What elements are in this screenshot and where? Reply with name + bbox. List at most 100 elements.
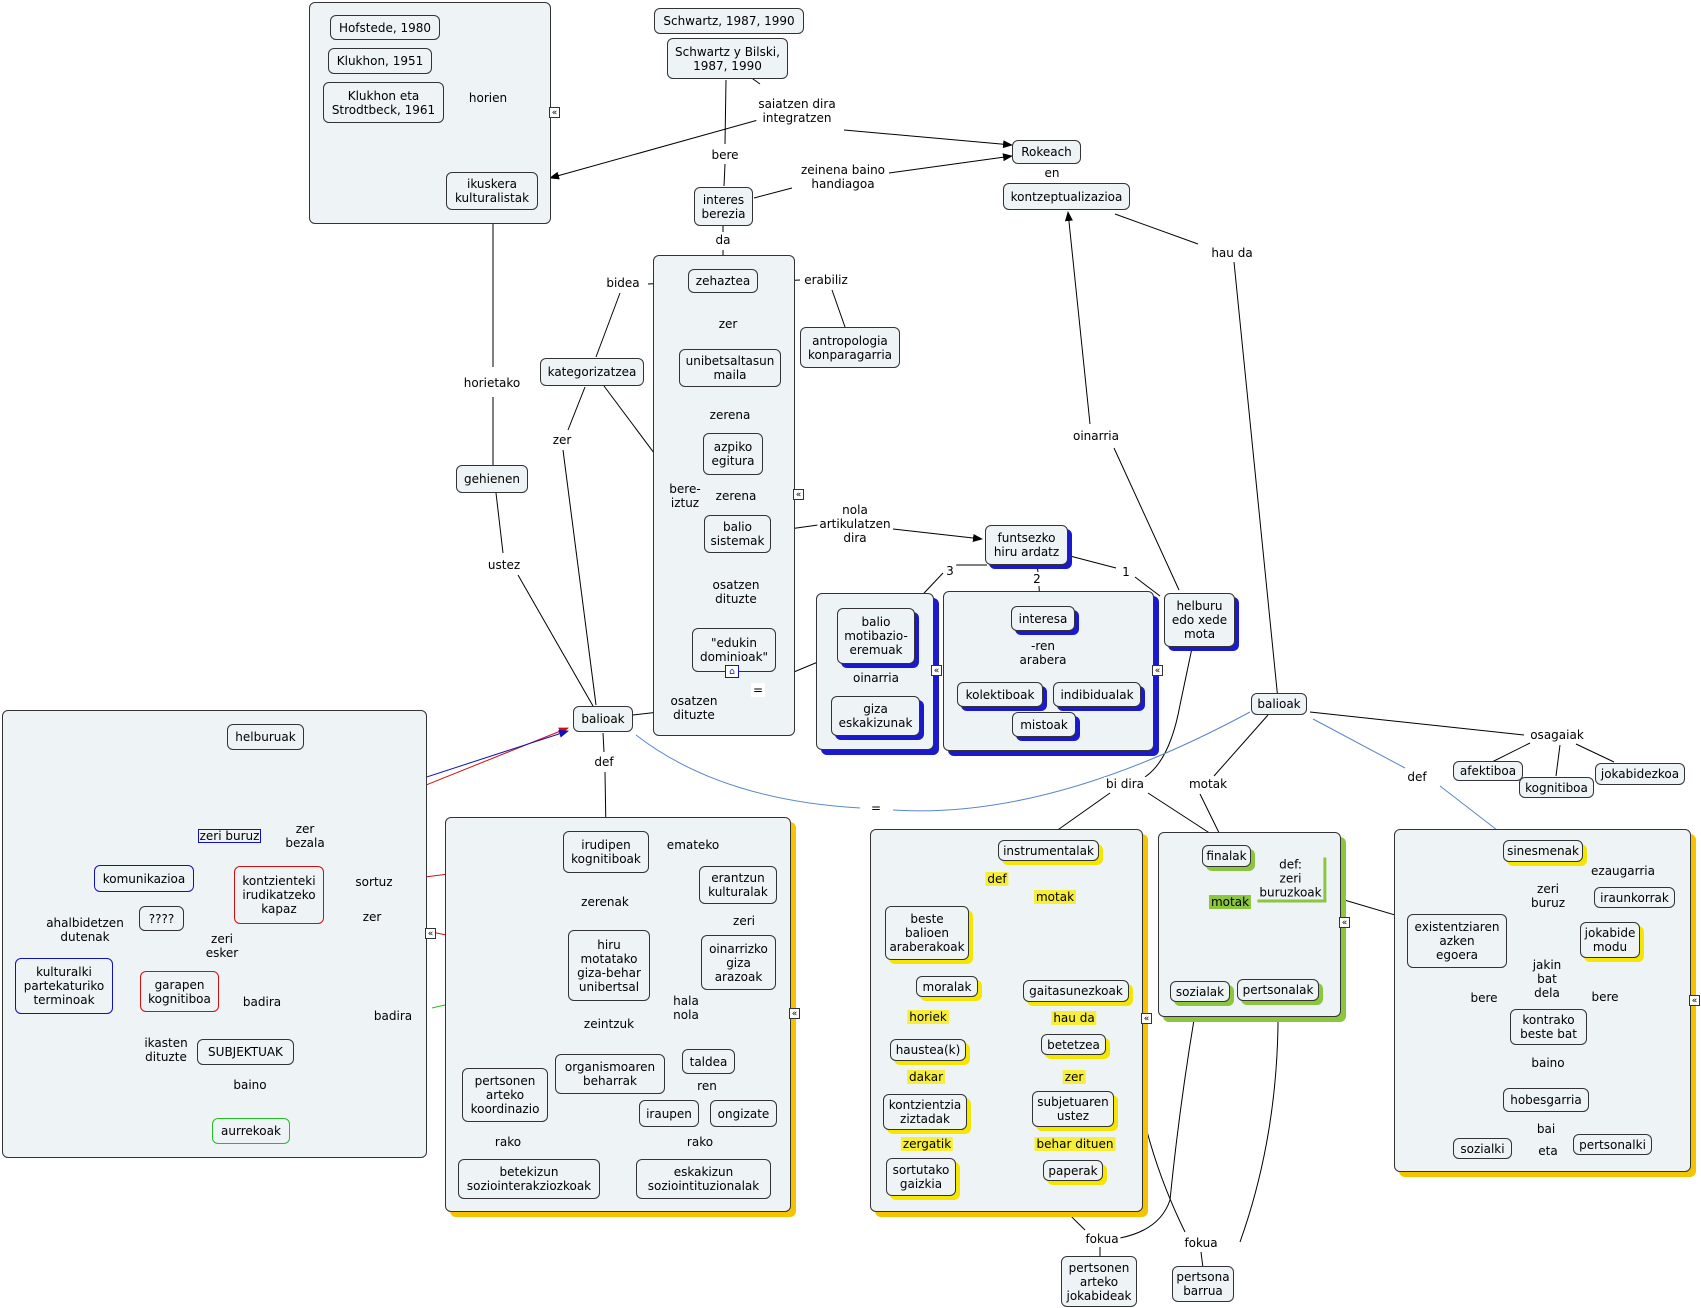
link-label: osagaiak [1528, 728, 1586, 742]
node-kolektiboak[interactable]: kolektiboak [957, 682, 1043, 707]
link-label: hau da [1209, 246, 1255, 260]
node-oinarrizko[interactable]: oinarrizko giza arazoak [701, 935, 776, 990]
node-balio-sistemak[interactable]: balio sistemak [704, 515, 771, 553]
collapse-toggle-icon[interactable]: « [789, 1008, 800, 1019]
node-kategorizatzea[interactable]: kategorizatzea [540, 358, 644, 386]
node-pertsonalki[interactable]: pertsonalki [1573, 1134, 1652, 1155]
node-betekizun[interactable]: betekizun soziointerakziozkoak [458, 1159, 600, 1199]
node-aurrekoak[interactable]: aurrekoak [212, 1118, 290, 1144]
node-kontrako[interactable]: kontrako beste bat [1510, 1009, 1587, 1045]
node-afektiboa[interactable]: afektiboa [1453, 761, 1523, 781]
node-sozialak[interactable]: sozialak [1170, 981, 1230, 1002]
node-eskakizun[interactable]: eskakizun soziointituzionalak [636, 1159, 771, 1199]
link-label: rako [492, 1135, 524, 1149]
node-kulturalki[interactable]: kulturalki partekaturiko terminoak [15, 958, 113, 1014]
node-schwartz[interactable]: Schwartz, 1987, 1990 [654, 8, 804, 34]
link-label: zerena [707, 408, 753, 422]
node-mistoak[interactable]: mistoak [1012, 712, 1076, 737]
collapse-toggle-icon[interactable]: « [425, 928, 436, 939]
node-jokabide-modu[interactable]: jokabide modu [1580, 922, 1640, 958]
node-kontzienteki[interactable]: kontzienteki irudikatzeko kapaz [234, 866, 324, 924]
link-label: horiek [907, 1010, 949, 1024]
node-sozialki[interactable]: sozialki [1453, 1138, 1512, 1159]
node-gaitasunezkoak[interactable]: gaitasunezkoak [1023, 980, 1129, 1002]
node-hobesgarria[interactable]: hobesgarria [1503, 1088, 1589, 1112]
node-interesa[interactable]: interesa [1011, 606, 1075, 631]
node-paperak[interactable]: paperak [1043, 1160, 1103, 1181]
link-label: zer [716, 317, 740, 331]
node-unibetsaltasun[interactable]: unibetsaltasun maila [679, 349, 781, 387]
map-icon[interactable]: ⌂ [725, 665, 739, 678]
node-betetzea[interactable]: betetzea [1041, 1034, 1106, 1055]
node-pertsonen-jokabideak[interactable]: pertsonen arteko jokabideak [1061, 1256, 1137, 1307]
node-klukhon[interactable]: Klukhon, 1951 [328, 48, 432, 74]
node-finalak[interactable]: finalak [1202, 845, 1251, 867]
node-taldea[interactable]: taldea [682, 1049, 735, 1074]
node-hiru-motatako[interactable]: hiru motatako giza-behar unibertsal [568, 930, 650, 1001]
node-moralak[interactable]: moralak [916, 976, 978, 997]
node-instrumentalak[interactable]: instrumentalak [998, 840, 1099, 861]
node-existentziaren[interactable]: existentziaren azken egoera [1407, 914, 1507, 968]
node-indibidualak[interactable]: indibidualak [1053, 682, 1141, 707]
node-kontzeptualizazioa[interactable]: kontzeptualizazioa [1003, 183, 1130, 210]
link-label: bidea [604, 276, 642, 290]
node-kontzientzia[interactable]: kontzientzia ziztadak [883, 1094, 967, 1130]
node-zehaztea[interactable]: zehaztea [688, 269, 758, 293]
collapse-toggle-icon[interactable]: « [549, 107, 560, 118]
node-helburuak[interactable]: helburuak [227, 724, 304, 750]
node-subjetuaren[interactable]: subjetuaren ustez [1032, 1091, 1114, 1127]
link-label: nola artikulatzen dira [817, 503, 893, 545]
collapse-toggle-icon[interactable]: « [1339, 917, 1350, 928]
node-ongizate[interactable]: ongizate [710, 1100, 777, 1127]
node-jokabidezkoa[interactable]: jokabidezkoa [1595, 763, 1685, 785]
node-komunikazioa[interactable]: komunikazioa [94, 865, 194, 892]
collapse-toggle-icon[interactable]: « [1141, 1013, 1152, 1024]
node-kognitiboa[interactable]: kognitiboa [1519, 777, 1594, 798]
node-hofstede[interactable]: Hofstede, 1980 [330, 15, 440, 40]
link-label: def [592, 755, 616, 769]
collapse-toggle-icon[interactable]: « [1689, 995, 1700, 1006]
collapse-toggle-icon[interactable]: « [793, 489, 804, 500]
node-iraunkorrak[interactable]: iraunkorrak [1594, 887, 1675, 908]
link-label: badira [240, 995, 284, 1009]
node-iraupen[interactable]: iraupen [639, 1100, 699, 1127]
link-label: zeri esker [203, 932, 241, 960]
node-ikuskera[interactable]: ikuskera kulturalistak [446, 172, 538, 210]
node-question[interactable]: ???? [139, 906, 184, 931]
link-label: zeintzuk [581, 1017, 637, 1031]
node-balio-motibazio[interactable]: balio motibazio- eremuak [837, 608, 915, 664]
node-balioak-left[interactable]: balioak [573, 706, 633, 732]
node-sortutako[interactable]: sortutako gaizkia [886, 1158, 956, 1196]
node-irudipen[interactable]: irudipen kognitiboak [563, 831, 649, 873]
collapse-toggle-icon[interactable]: « [931, 665, 942, 676]
node-erantzun[interactable]: erantzun kulturalak [699, 866, 777, 904]
node-subjektuak[interactable]: SUBJEKTUAK [197, 1039, 294, 1065]
node-pertsona-barrua[interactable]: pertsona barrua [1172, 1266, 1234, 1302]
node-beste-balioen[interactable]: beste balioen araberakoak [885, 906, 969, 960]
link-label: zer [360, 910, 384, 924]
link-label: = [750, 683, 766, 697]
link-label: = [868, 801, 884, 815]
node-sinesmenak[interactable]: sinesmenak [1503, 840, 1583, 862]
node-pertsonen-koordinazio[interactable]: pertsonen arteko koordinazio [462, 1068, 548, 1122]
node-gehienen[interactable]: gehienen [456, 465, 528, 493]
node-garapen[interactable]: garapen kognitiboa [140, 971, 219, 1012]
zeri-buruz-box[interactable]: zeri buruz [198, 829, 261, 843]
node-giza-eskakizunak[interactable]: giza eskakizunak [831, 696, 920, 736]
node-organismoaren[interactable]: organismoaren beharrak [555, 1054, 665, 1094]
node-pertsonalak[interactable]: pertsonalak [1237, 979, 1319, 1001]
node-schwartz-bilski[interactable]: Schwartz y Bilski, 1987, 1990 [667, 38, 788, 79]
node-balioak-right[interactable]: balioak [1251, 693, 1307, 715]
node-haustea[interactable]: haustea(k) [890, 1039, 966, 1061]
node-rokeach[interactable]: Rokeach [1012, 140, 1081, 164]
node-interes-berezia[interactable]: interes berezia [694, 187, 753, 226]
link-label: behar dituen [1034, 1137, 1116, 1151]
link-label: 2 [1031, 572, 1043, 586]
node-funtsezko[interactable]: funtsezko hiru ardatz [985, 525, 1068, 565]
node-klukhon-strodtbeck[interactable]: Klukhon eta Strodtbeck, 1961 [323, 82, 444, 123]
node-helburu-xede[interactable]: helburu edo xede mota [1164, 593, 1235, 647]
node-azpiko-egitura[interactable]: azpiko egitura [703, 433, 763, 475]
collapse-toggle-icon[interactable]: « [1152, 665, 1163, 676]
node-antropologia[interactable]: antropologia konparagarria [800, 327, 900, 368]
link-label: rako [684, 1135, 716, 1149]
